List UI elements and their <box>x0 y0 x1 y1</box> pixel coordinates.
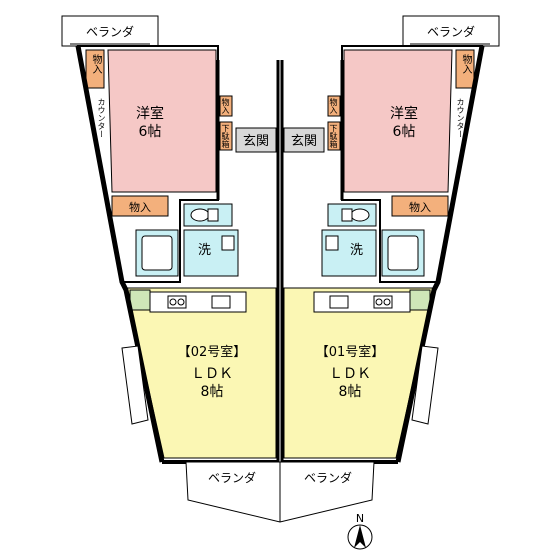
left-storage-mid-label: 物入 <box>221 98 230 114</box>
right-western-size: 6帖 <box>393 124 416 140</box>
left-entrance-label: 玄関 <box>243 134 269 149</box>
right-storage-bottom-label: 物入 <box>409 200 431 214</box>
right-ldk-label: ＬＤＫ <box>329 366 371 382</box>
left-western-label: 洋室 <box>136 105 164 122</box>
right-storage-top-label: 物入 <box>460 54 471 74</box>
left-storage-top <box>85 49 105 89</box>
compass-north-label: N <box>356 512 364 525</box>
right-storage-top <box>455 49 475 89</box>
left-shoebox-label: 下駄箱 <box>221 124 230 148</box>
right-western-label: 洋室 <box>390 105 418 122</box>
left-shoebox <box>219 121 233 151</box>
left-counter-label: カウンター <box>97 98 106 138</box>
right-kitchen-counter <box>313 291 411 313</box>
left-storage-top-label: 物入 <box>90 54 101 74</box>
left-western-room <box>107 49 217 193</box>
balcony-top-left-label: ベランダ <box>86 24 134 39</box>
left-entrance <box>235 127 277 153</box>
right-ldk-size: 8帖 <box>339 384 362 400</box>
north-compass: N <box>347 512 373 550</box>
left-bay-window <box>121 345 149 425</box>
left-unit-label: 【02号室】 <box>178 344 247 360</box>
right-wash-label: 洗 <box>350 243 363 258</box>
right-shoebox-label: 下駄箱 <box>329 124 338 148</box>
left-wash-label: 洗 <box>198 243 211 258</box>
right-storage-bottom <box>391 195 449 217</box>
right-bay-window <box>411 345 439 425</box>
left-ldk-label: ＬＤＫ <box>191 366 233 382</box>
right-counter-label: カウンター <box>456 98 465 138</box>
right-entrance <box>283 127 325 153</box>
balcony-top-left: ベランダ <box>61 15 159 47</box>
right-shoebox <box>327 121 341 151</box>
balcony-bottom-right-label: ベランダ <box>304 470 352 485</box>
right-storage-mid <box>327 95 341 117</box>
left-ldk-size: 8帖 <box>201 384 224 400</box>
balcony-top-right-label: ベランダ <box>427 24 475 39</box>
right-storage-mid-label: 物入 <box>329 98 338 114</box>
balcony-bottom-left-label: ベランダ <box>208 470 256 485</box>
right-entrance-label: 玄関 <box>291 134 317 149</box>
left-storage-bottom <box>111 195 169 217</box>
left-western-size: 6帖 <box>139 124 162 140</box>
left-storage-bottom-label: 物入 <box>129 200 151 214</box>
right-western-room <box>343 49 453 193</box>
balcony-top-right: ベランダ <box>402 15 500 47</box>
left-kitchen-counter <box>149 291 247 313</box>
right-unit-label: 【01号室】 <box>316 344 385 360</box>
left-storage-mid <box>219 95 233 117</box>
